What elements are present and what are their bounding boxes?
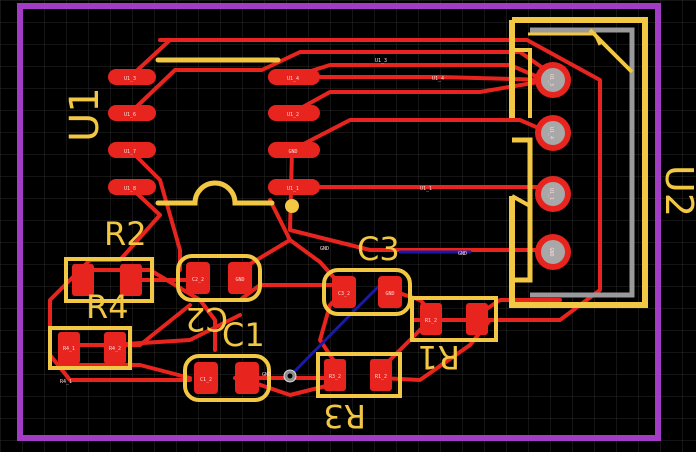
r1-footprint: R1_2 [410,296,498,342]
c3-pad-2 [378,276,402,308]
r2-pad-1 [72,264,94,296]
net-label: U1_7 [124,149,136,155]
c3-designator: C3 [357,230,400,268]
r1-pad-2 [466,303,488,335]
net-label: U1_4 [432,76,444,82]
u1-pad-6 [108,105,156,121]
net-label: R1_2 [375,374,387,380]
c2-pad-2 [228,262,252,294]
net-label: GND [458,251,467,257]
net-label: C2_2 [192,277,204,283]
net-label: U1_2 [287,112,299,118]
u1-pad-7 [108,142,156,158]
net-label: GND [385,291,394,297]
net-label: GND [262,372,271,378]
net-label: C1_2 [200,377,212,383]
c2-pad-1 [186,262,210,294]
net-label: R1_2 [425,318,437,324]
r3-footprint: R3_2 R1_2 [316,352,402,398]
r3-pad-2 [370,359,392,391]
pin1-marker [285,199,299,213]
r3-pad-1 [324,359,346,391]
net-label: R4_1 [60,379,72,385]
c1-pad-1 [194,362,218,394]
net-label: U1_1 [420,186,432,192]
c1-designator: C1 [222,316,265,354]
net-label: R4_1 [63,346,75,352]
u1-designator: U1 [62,87,108,142]
bottom-copper-traces [288,250,472,378]
net-label: U1_3 [375,58,387,64]
r4-pad-2 [104,332,126,364]
u1-pad-2 [268,105,320,121]
r4-designator: R4 [86,288,129,326]
net-label: R3_2 [329,374,341,380]
r2-designator: R2 [104,215,147,253]
net-label: U1_8 [124,186,136,192]
r1-designator: R1 [417,338,460,376]
u1-pad-3 [108,69,156,85]
r4-footprint: R4_1 R4_2 [48,326,132,370]
u1-pad-gnd [268,142,320,158]
u1-footprint: U1_3 U1_6 U1_7 U1_8 U1_4 U1_2 GND U1_1 [108,57,320,213]
r1-pad-1 [420,303,442,335]
u2-designator: U2 [657,165,696,217]
net-label: C3_2 [338,291,350,297]
net-label: U1_3 [124,76,136,82]
net-label: U1_1 [287,186,299,192]
net-label: GND [288,149,297,155]
trace-u1-6 [128,50,562,115]
c1-pad-2 [235,362,259,394]
u1-pad-4 [268,69,320,85]
net-label: GND [320,246,329,252]
r2-footprint [64,257,154,303]
net-label: GND [548,247,554,256]
u1-pad-8 [108,179,156,195]
net-label: U1_3 [548,74,554,86]
top-copper-traces [48,38,602,397]
c3-footprint: C3_2 GND [322,268,412,316]
net-label: U1_4 [548,127,554,139]
c1-footprint: C1_2 GND [183,354,271,402]
net-label: R4_2 [109,346,121,352]
r3-designator: R3 [323,397,366,435]
c3-pad-1 [332,276,356,308]
net-label: GND [235,277,244,283]
u2-connector: U1_3 U1_4 U1_1 GND [509,17,648,308]
net-label: U1_6 [124,112,136,118]
c2-designator: C2 [185,300,228,338]
net-label: U1_4 [287,76,299,82]
r2-pad-2 [120,264,142,296]
board-outline [17,3,661,441]
u1-pad-1 [268,179,320,195]
r4-pad-1 [58,332,80,364]
net-label: U1_1 [548,188,554,200]
c2-footprint: C2_2 GND [176,254,262,302]
trace-u1-8 [48,185,192,382]
